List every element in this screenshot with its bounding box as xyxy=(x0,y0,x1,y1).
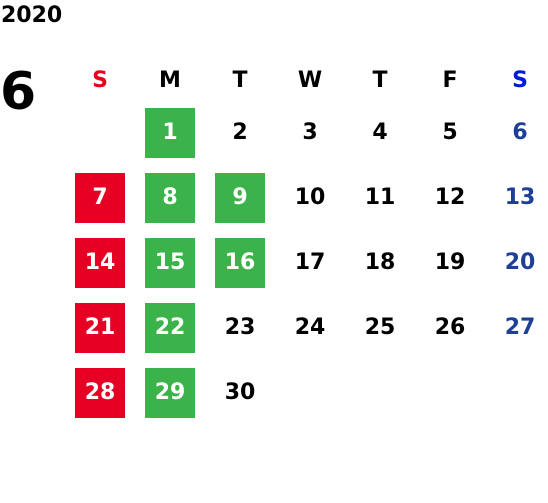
day-cell: 20 xyxy=(485,230,548,295)
day-number: 2 xyxy=(232,120,248,145)
day-number: 6 xyxy=(512,120,528,145)
day-number: 29 xyxy=(145,367,195,418)
day-cell: 11 xyxy=(345,165,415,230)
day-cell: 29 xyxy=(135,360,205,425)
day-number: 28 xyxy=(75,367,125,418)
day-number: 5 xyxy=(442,120,458,145)
weekday-sunday: S xyxy=(92,67,108,93)
weekday-cell: W xyxy=(275,60,345,100)
day-number: 1 xyxy=(145,107,195,158)
day-number: 30 xyxy=(224,380,256,405)
day-cell: 6 xyxy=(485,100,548,165)
day-cell: 12 xyxy=(415,165,485,230)
day-number: 15 xyxy=(145,237,195,288)
day-number: 26 xyxy=(434,315,466,340)
day-cell: 21 xyxy=(65,295,135,360)
day-cell xyxy=(415,360,485,425)
day-number: 19 xyxy=(434,250,466,275)
day-cell: 16 xyxy=(205,230,275,295)
day-cell xyxy=(485,360,548,425)
day-number: 24 xyxy=(294,315,326,340)
day-number: 27 xyxy=(504,315,536,340)
day-cell: 14 xyxy=(65,230,135,295)
day-number: 18 xyxy=(364,250,396,275)
day-number: 3 xyxy=(302,120,318,145)
day-number: 17 xyxy=(294,250,326,275)
weekday-friday: F xyxy=(442,67,458,93)
weekday-tuesday: T xyxy=(232,67,248,93)
day-cell xyxy=(275,360,345,425)
weekday-saturday: S xyxy=(512,67,528,93)
day-number: 25 xyxy=(364,315,396,340)
day-cell: 10 xyxy=(275,165,345,230)
weekday-cell: T xyxy=(205,60,275,100)
day-cell: 25 xyxy=(345,295,415,360)
day-cell: 1 xyxy=(135,100,205,165)
day-number: 20 xyxy=(504,250,536,275)
day-number: 12 xyxy=(434,185,466,210)
week-row: 28 29 30 xyxy=(65,360,548,425)
day-number: 21 xyxy=(75,302,125,353)
day-number: 11 xyxy=(364,185,396,210)
day-cell: 27 xyxy=(485,295,548,360)
day-cell: 9 xyxy=(205,165,275,230)
weekday-cell: T xyxy=(345,60,415,100)
weekday-header-row: S M T W T F S xyxy=(65,60,548,100)
day-cell: 19 xyxy=(415,230,485,295)
day-cell: 22 xyxy=(135,295,205,360)
weekday-cell: F xyxy=(415,60,485,100)
day-cell: 3 xyxy=(275,100,345,165)
day-number: 10 xyxy=(294,185,326,210)
day-cell: 13 xyxy=(485,165,548,230)
day-cell xyxy=(65,100,135,165)
week-row: 1 2 3 4 5 6 xyxy=(65,100,548,165)
day-cell xyxy=(345,360,415,425)
day-number: 7 xyxy=(75,172,125,223)
day-cell: 2 xyxy=(205,100,275,165)
day-cell: 24 xyxy=(275,295,345,360)
day-number: 14 xyxy=(75,237,125,288)
weekday-cell: M xyxy=(135,60,205,100)
weekday-monday: M xyxy=(159,67,181,93)
day-cell: 15 xyxy=(135,230,205,295)
weekday-cell: S xyxy=(65,60,135,100)
day-number: 8 xyxy=(145,172,195,223)
day-cell: 8 xyxy=(135,165,205,230)
day-cell: 5 xyxy=(415,100,485,165)
day-cell: 18 xyxy=(345,230,415,295)
day-number: 16 xyxy=(215,237,265,288)
weekday-wednesday: W xyxy=(297,67,323,93)
week-row: 14 15 16 17 18 19 20 xyxy=(65,230,548,295)
calendar-month: 6 xyxy=(0,62,37,122)
day-number: 22 xyxy=(145,302,195,353)
day-cell: 17 xyxy=(275,230,345,295)
day-cell: 4 xyxy=(345,100,415,165)
day-cell: 7 xyxy=(65,165,135,230)
day-number: 4 xyxy=(372,120,388,145)
day-cell: 28 xyxy=(65,360,135,425)
day-number: 13 xyxy=(504,185,536,210)
week-row: 21 22 23 24 25 26 27 xyxy=(65,295,548,360)
day-number: 9 xyxy=(215,172,265,223)
day-cell: 30 xyxy=(205,360,275,425)
weekday-thursday: T xyxy=(372,67,388,93)
day-cell: 26 xyxy=(415,295,485,360)
day-cell: 23 xyxy=(205,295,275,360)
weekday-cell: S xyxy=(485,60,548,100)
calendar-year: 2020 xyxy=(1,3,63,28)
day-number: 23 xyxy=(224,315,256,340)
